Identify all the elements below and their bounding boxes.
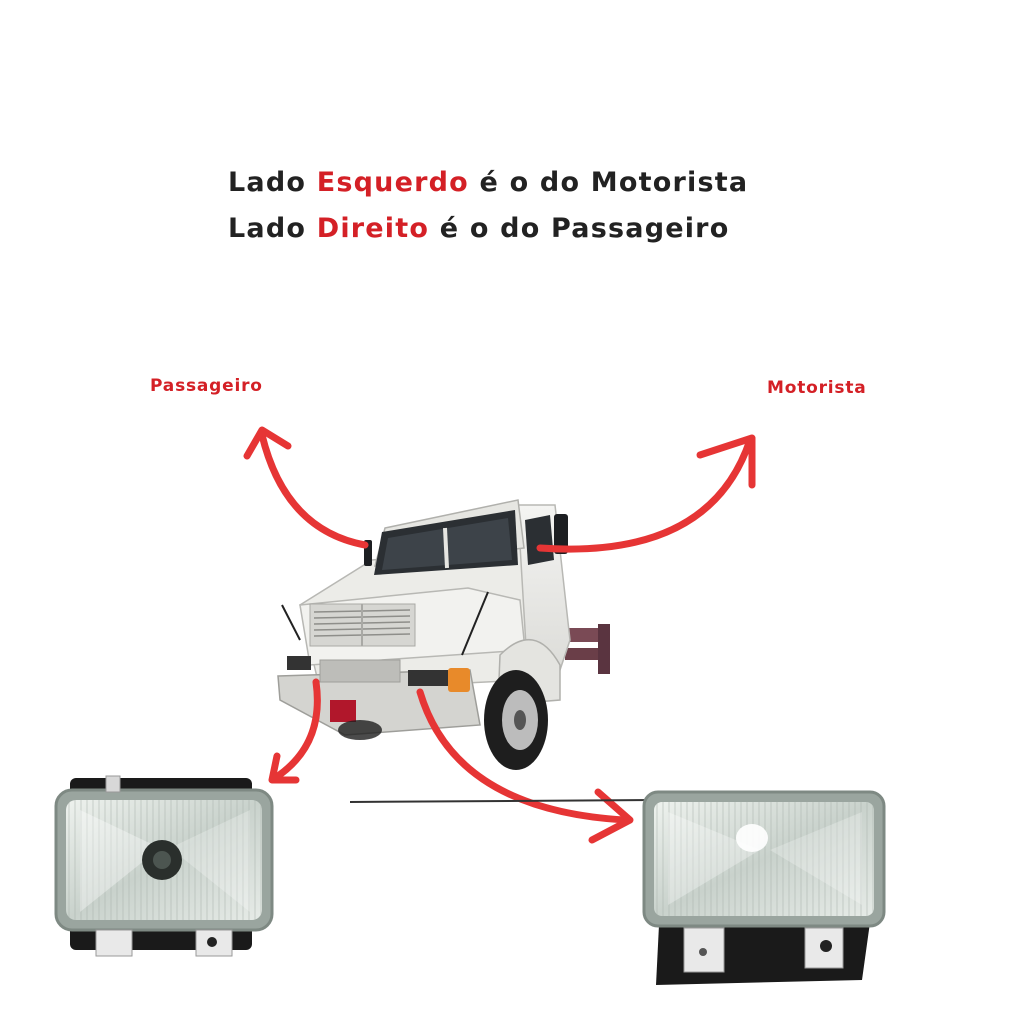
passenger-label: Passageiro bbox=[150, 376, 263, 396]
heading-line-1: Lado Esquerdo é o do Motorista bbox=[228, 160, 748, 206]
headlight-right bbox=[642, 790, 886, 985]
ground-line bbox=[349, 799, 661, 803]
truck-illustration bbox=[277, 499, 610, 770]
truck-headlight-left bbox=[287, 656, 311, 670]
heading: Lado Esquerdo é o do Motorista Lado Dire… bbox=[228, 160, 748, 252]
heading-line-1-highlight: Esquerdo bbox=[316, 167, 469, 198]
truck-headlight-right bbox=[408, 670, 448, 686]
truck-side-window bbox=[525, 515, 554, 565]
arrowhead-passenger-label bbox=[243, 426, 292, 460]
truck-turn-signal bbox=[448, 668, 470, 692]
truck-grille bbox=[309, 603, 416, 647]
heading-line-1-prefix: Lado bbox=[228, 167, 317, 198]
headlight-right-bulb bbox=[736, 824, 768, 852]
heading-line-2: Lado Direito é o do Passageiro bbox=[228, 206, 748, 252]
curved-arrow-to-left-headlight bbox=[271, 678, 321, 782]
truck-plate bbox=[330, 700, 356, 722]
curved-arrow-to-right-headlight bbox=[416, 688, 629, 824]
driver-label: Motorista bbox=[767, 378, 867, 398]
arrowhead-right-headlight bbox=[588, 788, 634, 844]
arrowhead-left-headlight bbox=[268, 752, 300, 784]
heading-line-2-suffix: é o do Passageiro bbox=[429, 213, 730, 244]
arrowhead-driver-label bbox=[696, 434, 756, 489]
headlight-left bbox=[54, 775, 274, 957]
heading-line-2-highlight: Direito bbox=[316, 213, 430, 244]
truck-chassis bbox=[560, 624, 610, 674]
curved-arrow-to-driver-label bbox=[536, 436, 754, 553]
truck-mirror-right bbox=[554, 514, 568, 554]
curved-arrow-to-passenger-label bbox=[258, 431, 369, 549]
truck-wheel bbox=[484, 670, 548, 770]
heading-line-1-suffix: é o do Motorista bbox=[468, 167, 749, 198]
heading-line-2-prefix: Lado bbox=[228, 213, 317, 244]
